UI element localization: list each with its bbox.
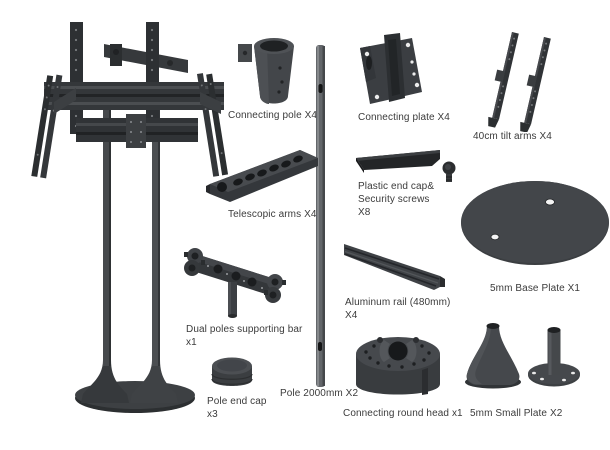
connecting-pole-illustration <box>238 38 294 104</box>
aluminum-rail-label-line2: X4 <box>345 310 358 321</box>
pole-2000mm-label: Pole 2000mm X2 <box>280 388 359 399</box>
base-plate-label: 5mm Base Plate X1 <box>490 283 581 294</box>
plastic-end-cap-label: Plastic end cap& Security screws X8 <box>358 180 434 219</box>
assembled-stand-illustration <box>31 22 229 413</box>
pole-end-cap-label-line2: x3 <box>207 409 218 420</box>
plastic-end-cap-illustration <box>356 150 456 182</box>
aluminum-rail-illustration <box>344 244 445 290</box>
dual-poles-bar-illustration <box>184 248 286 318</box>
pole-end-cap-illustration <box>211 357 253 386</box>
pole-end-cap-label-line1: Pole end cap <box>207 396 267 407</box>
plastic-end-cap-label-line3: X8 <box>358 207 371 218</box>
pole-end-cap-label: Pole end cap x3 <box>207 395 267 421</box>
connecting-round-head-label: Connecting round head x1 <box>343 408 463 419</box>
plastic-end-cap-label-line2: Security screws <box>358 194 430 205</box>
tilt-arms-label: 40cm tilt arms X4 <box>473 131 552 142</box>
aluminum-rail-label: Aluminum rail (480mm) X4 <box>345 296 450 322</box>
small-plate-label: 5mm Small Plate X2 <box>470 408 563 419</box>
dual-poles-bar-label-line2: x1 <box>186 337 197 348</box>
pole-2000mm-illustration <box>316 45 325 387</box>
dual-poles-bar-label-line1: Dual poles supporting bar <box>186 324 303 335</box>
dual-poles-bar-label: Dual poles supporting bar x1 <box>186 323 302 349</box>
telescopic-arms-label: Telescopic arms X4 <box>228 209 317 220</box>
aluminum-rail-label-line1: Aluminum rail (480mm) <box>345 297 451 308</box>
connecting-round-head-illustration <box>356 337 440 395</box>
connecting-pole-label: Connecting pole X4 <box>228 110 318 121</box>
plastic-end-cap-label-line1: Plastic end cap& <box>358 181 435 192</box>
base-plate-illustration <box>461 181 609 265</box>
connecting-plate-label: Connecting plate X4 <box>358 112 450 123</box>
small-plate-illustration <box>465 323 580 389</box>
telescopic-arm-illustration <box>206 150 318 202</box>
tilt-arms-illustration <box>488 31 551 132</box>
connecting-plate-illustration <box>360 33 422 104</box>
